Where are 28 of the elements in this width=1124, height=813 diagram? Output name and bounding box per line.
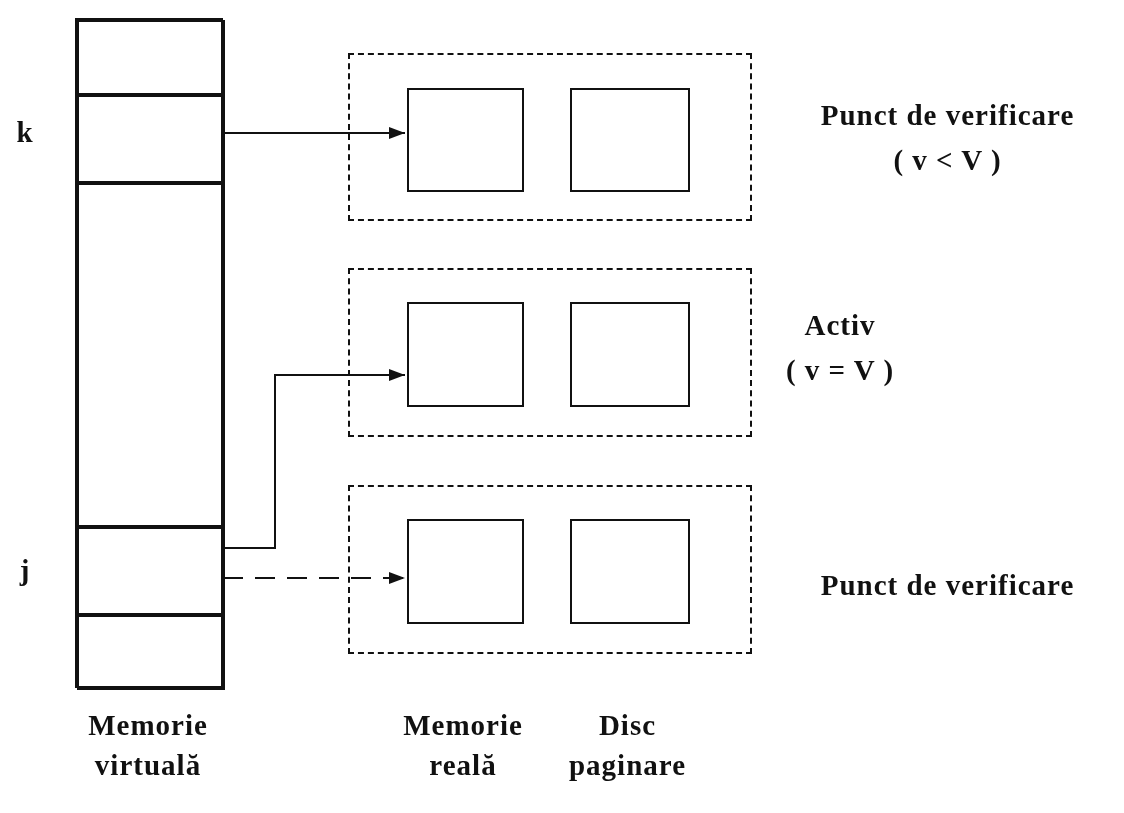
state-label: Punct de verificare [819, 568, 1076, 603]
page-slot [77, 20, 225, 95]
page-frame-box [570, 88, 690, 192]
page-slot [77, 615, 225, 690]
arrow [222, 572, 406, 584]
page-slot [77, 527, 225, 615]
page-slot [77, 183, 225, 527]
arrow [222, 369, 406, 549]
page-group-frame [348, 485, 752, 654]
row-marker: j [18, 553, 32, 588]
page-frame-box [407, 88, 524, 192]
state-label: Punct de verificare [819, 98, 1076, 133]
column-label: Memorie reală [402, 708, 524, 783]
state-label: Activ [803, 308, 877, 343]
page-group-frame [348, 53, 752, 221]
page-slot [77, 95, 225, 183]
row-marker: k [15, 115, 35, 150]
page-group-frame [348, 268, 752, 437]
page-frame-box [407, 302, 524, 407]
column-label: Memorie virtuală [87, 708, 209, 783]
page-frame-box [570, 519, 690, 624]
page-frame-box [570, 302, 690, 407]
page-frame-box [407, 519, 524, 624]
state-label: ( v = V ) [784, 353, 896, 388]
state-label: ( v < V ) [892, 143, 1003, 178]
memory-column [75, 18, 223, 688]
arrow [222, 127, 406, 139]
column-label: Disc paginare [567, 708, 687, 783]
